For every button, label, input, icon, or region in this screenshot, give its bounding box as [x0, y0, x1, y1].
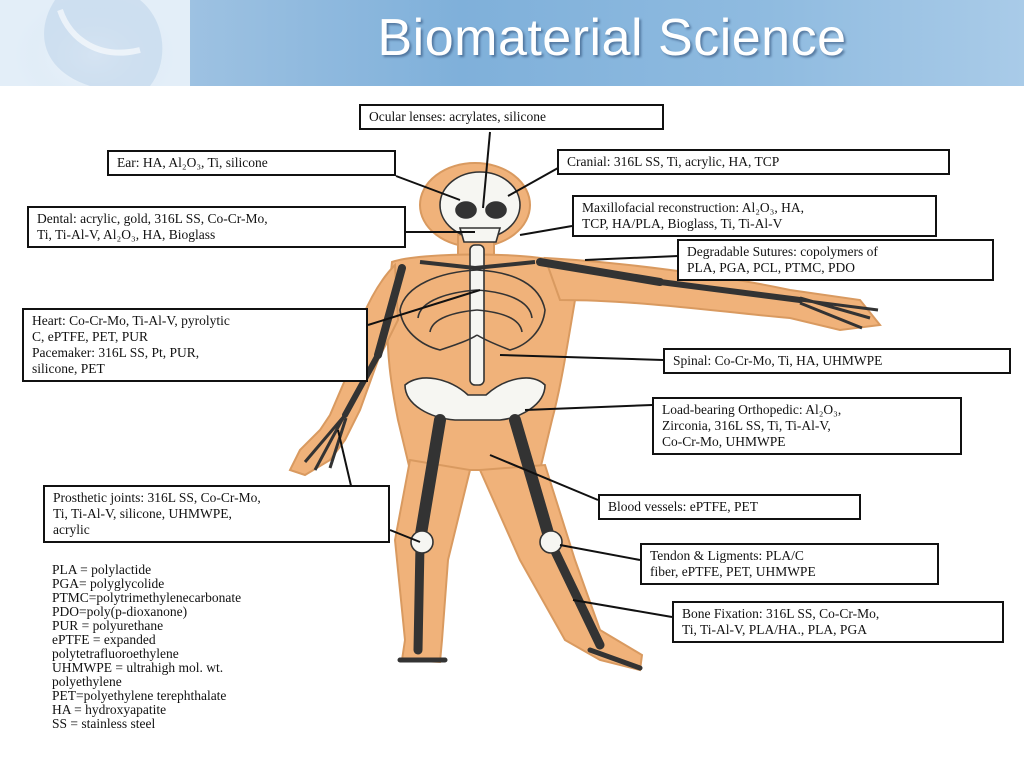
- legend-item: polyethylene: [52, 674, 122, 689]
- legend-item: PUR = polyurethane: [52, 618, 164, 633]
- label-blood-vessels: Blood vessels: ePTFE, PET: [598, 494, 861, 520]
- label-cranial: Cranial: 316L SS, Ti, acrylic, HA, TCP: [557, 149, 950, 175]
- label-line: Tendon & Ligments: PLA/C: [650, 548, 804, 563]
- legend-item: polytetrafluoroethylene: [52, 646, 179, 661]
- legend-item: ePTFE = expanded: [52, 632, 156, 647]
- label-loadbearing: Load-bearing Orthopedic: Al₂O₃, Zirconia…: [652, 397, 962, 455]
- label-prosthetic: Prosthetic joints: 316L SS, Co-Cr-Mo, Ti…: [43, 485, 390, 543]
- label-line: Ear: HA, Al₂O₃, Ti, silicone: [117, 155, 268, 170]
- label-sutures: Degradable Sutures: copolymers of PLA, P…: [677, 239, 994, 281]
- label-spinal: Spinal: Co-Cr-Mo, Ti, HA, UHMWPE: [663, 348, 1011, 374]
- label-line: Blood vessels: ePTFE, PET: [608, 499, 759, 514]
- label-line: Degradable Sutures: copolymers of: [687, 244, 878, 259]
- label-line: Bone Fixation: 316L SS, Co-Cr-Mo,: [682, 606, 880, 621]
- abbreviation-legend: PLA = polylactide PGA= polyglycolide PTM…: [52, 563, 241, 731]
- skeleton-bones: [303, 171, 879, 671]
- label-line: C, ePTFE, PET, PUR: [32, 329, 149, 344]
- label-line: acrylic: [53, 522, 90, 537]
- label-line: Load-bearing Orthopedic: Al₂O₃,: [662, 402, 842, 417]
- label-line: TCP, HA/PLA, Bioglass, Ti, Ti-Al-V: [582, 216, 783, 231]
- label-line: Dental: acrylic, gold, 316L SS, Co-Cr-Mo…: [37, 211, 268, 226]
- label-line: Heart: Co-Cr-Mo, Ti-Al-V, pyrolytic: [32, 313, 230, 328]
- label-line: Zirconia, 316L SS, Ti, Ti-Al-V,: [662, 418, 831, 433]
- label-ear: Ear: HA, Al₂O₃, Ti, silicone: [107, 150, 396, 176]
- label-ocular: Ocular lenses: acrylates, silicone: [359, 104, 664, 130]
- label-line: PLA, PGA, PCL, PTMC, PDO: [687, 260, 856, 275]
- label-maxillofacial: Maxillofacial reconstruction: Al₂O₃, HA,…: [572, 195, 937, 237]
- legend-item: HA = hydroxyapatite: [52, 702, 167, 717]
- legend-item: PTMC=polytrimethylenecarbonate: [52, 590, 242, 605]
- legend-item: UHMWPE = ultrahigh mol. wt.: [52, 660, 224, 675]
- legend-item: PET=polyethylene terephthalate: [52, 688, 227, 703]
- label-line: Co-Cr-Mo, UHMWPE: [662, 434, 786, 449]
- leader-lines: [337, 131, 679, 618]
- label-line: Ti, Ti-Al-V, Al₂O₃, HA, Bioglass: [37, 227, 216, 242]
- label-line: Maxillofacial reconstruction: Al₂O₃, HA,: [582, 200, 804, 215]
- legend-item: PDO=poly(p-dioxanone): [52, 604, 188, 619]
- label-line: Prosthetic joints: 316L SS, Co-Cr-Mo,: [53, 490, 261, 505]
- label-line: Pacemaker: 316L SS, Pt, PUR,: [32, 345, 200, 360]
- title-banner: Biomaterial Science: [0, 0, 1024, 86]
- label-bone-fixation: Bone Fixation: 316L SS, Co-Cr-Mo, Ti, Ti…: [672, 601, 1004, 643]
- legend-item: PGA= polyglycolide: [52, 576, 165, 591]
- label-line: Ti, Ti-Al-V, PLA/HA., PLA, PGA: [682, 622, 867, 637]
- label-line: fiber, ePTFE, PET, UHMWPE: [650, 564, 816, 579]
- flask-decoration-icon: [0, 0, 190, 86]
- legend-item: PLA = polylactide: [52, 562, 152, 577]
- label-line: Spinal: Co-Cr-Mo, Ti, HA, UHMWPE: [673, 353, 883, 368]
- legend-item: SS = stainless steel: [52, 716, 156, 731]
- label-line: silicone, PET: [32, 361, 105, 376]
- label-line: Cranial: 316L SS, Ti, acrylic, HA, TCP: [567, 154, 780, 169]
- label-dental: Dental: acrylic, gold, 316L SS, Co-Cr-Mo…: [27, 206, 406, 248]
- page-title: Biomaterial Science: [377, 9, 847, 67]
- label-line: Ti, Ti-Al-V, silicone, UHMWPE,: [53, 506, 232, 521]
- label-line: Ocular lenses: acrylates, silicone: [369, 109, 546, 124]
- label-heart: Heart: Co-Cr-Mo, Ti-Al-V, pyrolytic C, e…: [22, 308, 368, 382]
- label-tendon: Tendon & Ligments: PLA/C fiber, ePTFE, P…: [640, 543, 939, 585]
